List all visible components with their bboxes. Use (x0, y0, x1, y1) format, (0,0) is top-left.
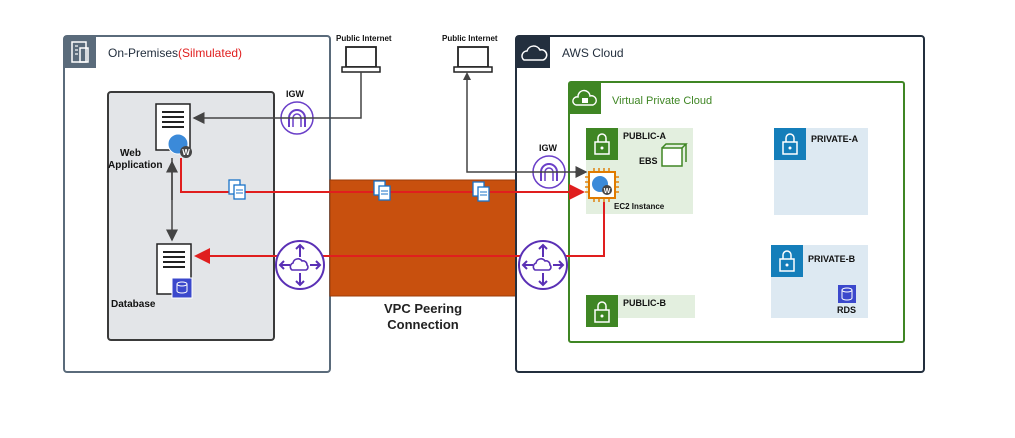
public-a-label: PUBLIC-A (623, 131, 666, 141)
internet-to-ec2-link (466, 80, 584, 173)
internet-right-arrowhead (463, 72, 471, 80)
web-app-label-1: Web (120, 148, 141, 159)
aws-igw-label: IGW (539, 143, 558, 153)
aws-cloud-title: AWS Cloud (562, 46, 624, 60)
ec2-instance-icon: W (585, 168, 619, 202)
document-icon (373, 180, 391, 201)
web-app-label-2: Application (108, 160, 162, 171)
private-b-lock-icon (779, 250, 795, 272)
webapp-to-ec2-traffic (180, 158, 585, 200)
public-a-lock-icon (594, 133, 610, 155)
database-label: Database (111, 299, 156, 310)
public-internet-left-icon (341, 46, 381, 73)
svg-text:W: W (182, 148, 190, 157)
ebs-volume-icon (661, 143, 688, 167)
vpc-peering-label-1: VPC Peering (384, 301, 462, 316)
ec2-to-database-traffic (194, 202, 605, 264)
cloud-icon (521, 45, 548, 61)
public-internet-right-icon (453, 46, 493, 73)
web-server-icon: W (155, 103, 192, 158)
ec2-label: EC2 Instance (614, 202, 665, 211)
document-icon (472, 181, 490, 202)
ebs-label: EBS (639, 156, 658, 166)
subnet-private-a: PRIVATE-A (774, 128, 868, 215)
public-b-lock-icon (594, 301, 610, 323)
rds-label: RDS (837, 305, 856, 315)
router-right-icon (518, 240, 568, 290)
svg-text:W: W (604, 188, 611, 195)
internet-to-webapp-link (192, 72, 362, 124)
vpc-title: Virtual Private Cloud (612, 95, 712, 107)
building-icon (71, 41, 89, 63)
vpc-cloud-lock-icon (572, 89, 597, 106)
onprem-group: On-Premises(Silmulated) (63, 35, 331, 373)
onprem-inner-box (107, 91, 275, 341)
onprem-igw-label: IGW (286, 89, 305, 99)
public-internet-right-label: Public Internet (442, 34, 498, 43)
document-icon (228, 179, 246, 200)
public-b-label: PUBLIC-B (623, 298, 666, 308)
subnet-public-b: PUBLIC-B (586, 295, 695, 327)
database-server-icon (156, 243, 193, 299)
onprem-title: On-Premises(Silmulated) (108, 46, 242, 60)
private-a-lock-icon (782, 133, 798, 155)
private-a-label: PRIVATE-A (811, 134, 859, 144)
vpc-peering-label-2: Connection (387, 317, 459, 332)
rds-icon (838, 285, 856, 303)
router-left-icon (275, 240, 325, 290)
private-b-label: PRIVATE-B (808, 254, 856, 264)
subnet-private-b: PRIVATE-B (771, 245, 868, 318)
public-internet-left-label: Public Internet (336, 34, 392, 43)
